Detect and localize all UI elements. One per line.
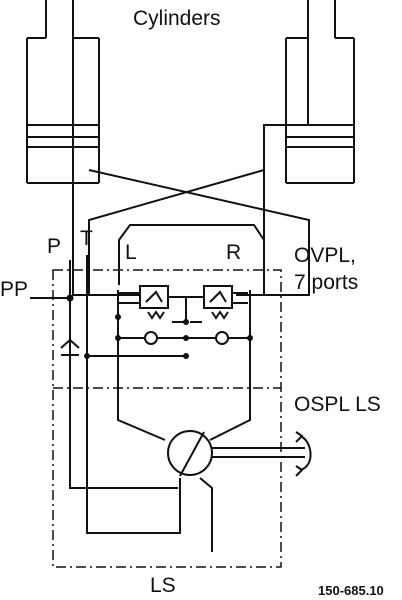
pressure-tank-lines: [30, 255, 213, 552]
drawing-code: 150-685.10: [318, 583, 384, 598]
port-r-label: R: [226, 241, 242, 264]
ospl-block-outline: [52, 269, 282, 568]
ovpl-label-line2: 7 ports: [294, 271, 359, 294]
port-p-label: P: [47, 235, 62, 258]
left-cylinder: [26, 0, 100, 184]
steering-unit: [167, 430, 312, 477]
port-pp-label: PP: [0, 278, 29, 301]
port-t-label: T: [80, 227, 93, 250]
cylinder-pipes: [72, 38, 310, 296]
ospl-ls-label: OSPL LS: [294, 393, 381, 416]
ovpl-valve-block: [117, 285, 251, 441]
port-l-label: L: [125, 241, 137, 264]
ovpl-label-line1: OVPL,: [294, 244, 356, 267]
right-cylinder: [285, 0, 355, 184]
port-ls-label: LS: [150, 574, 176, 597]
cylinders-label: Cylinders: [133, 7, 221, 30]
